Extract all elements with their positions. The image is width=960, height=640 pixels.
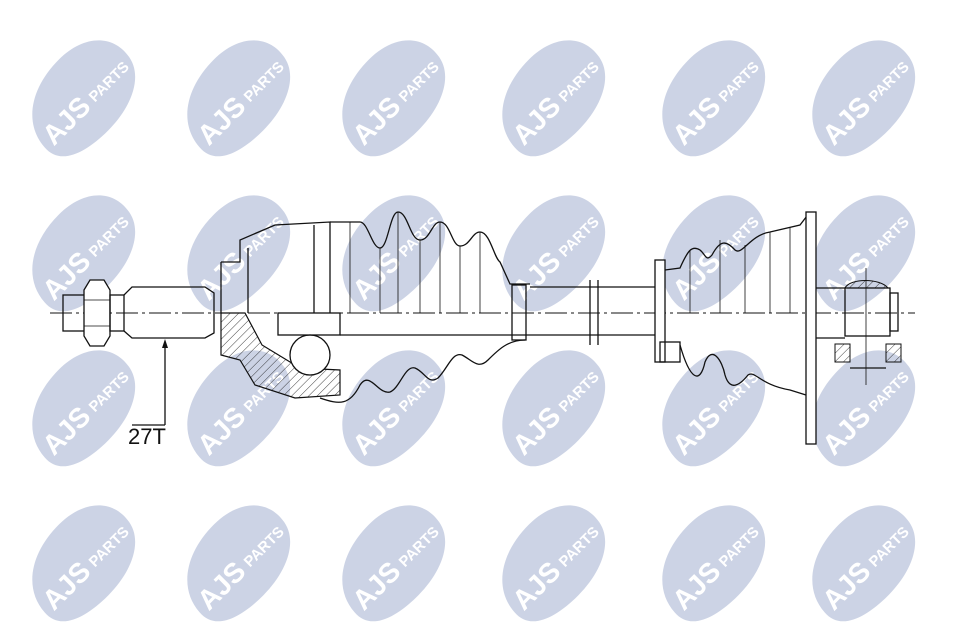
spline-count-label: 27T xyxy=(128,424,166,449)
outer-cv-joint xyxy=(220,221,341,399)
ball xyxy=(289,334,331,376)
shaft xyxy=(340,280,660,345)
outer-boot-ribs xyxy=(349,212,481,313)
threaded-stub xyxy=(62,279,215,347)
outer-boot-lower xyxy=(319,339,526,403)
hatched-housing-section xyxy=(220,312,341,399)
inner-joint xyxy=(654,211,845,445)
tripod xyxy=(834,268,902,385)
spline-callout xyxy=(132,339,168,426)
outer-boot xyxy=(330,211,530,285)
hex-nut xyxy=(83,279,111,347)
boot-clamp xyxy=(511,284,527,341)
